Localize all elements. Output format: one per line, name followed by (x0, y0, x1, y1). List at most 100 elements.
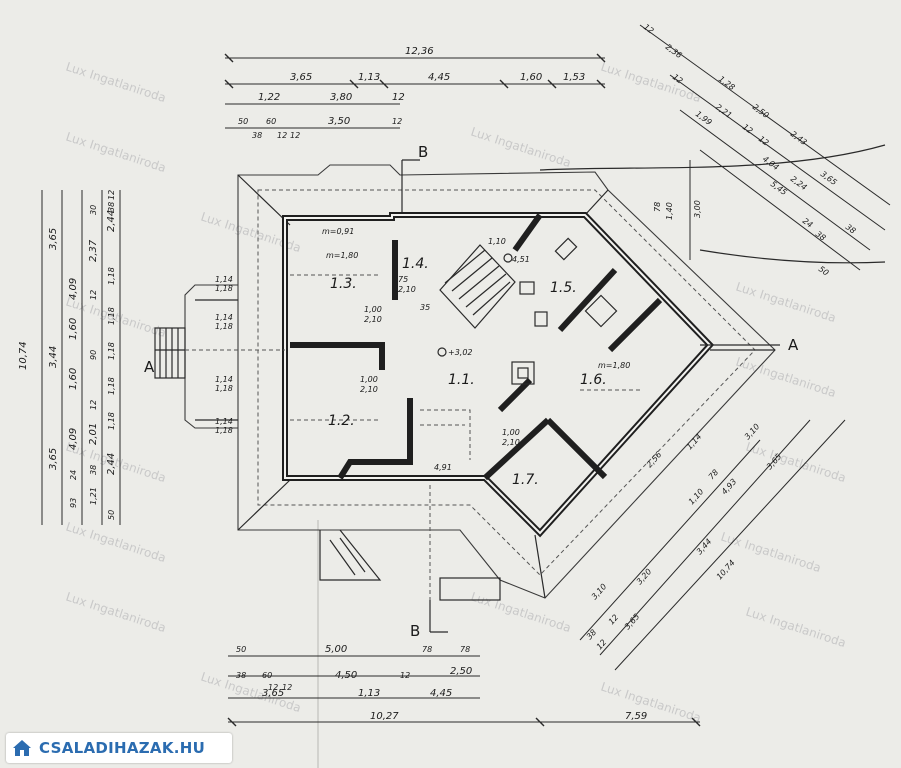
watermark: Lux Ingatlaniroda (734, 280, 838, 326)
dimension-bottom: 50 5,00 78 78 38 60 12 12 4,50 12 2,50 3… (227, 644, 701, 727)
dim: 50 (238, 117, 248, 126)
dim: 1,18 (107, 377, 116, 395)
note-dim: 1,10 (488, 237, 506, 246)
dim: 2,50 (450, 666, 472, 677)
dim: 12 (642, 22, 656, 35)
dim: 1,18 (107, 342, 116, 360)
dim: 12 (89, 290, 98, 300)
dim: 12 (290, 131, 300, 140)
dim: 12 (107, 190, 116, 200)
dim: 3,10 (590, 582, 609, 601)
dim: 1,18 (107, 307, 116, 325)
dim: 1,13 (358, 688, 380, 699)
watermark: Lux Ingatlaniroda (64, 130, 168, 176)
dim: 12 (400, 671, 410, 680)
door-width: 1,00 (360, 375, 378, 384)
section-markers: A A B B (144, 143, 799, 640)
watermark-layer: Lux Ingatlaniroda Lux Ingatlaniroda Lux … (64, 60, 848, 726)
entry-stair-left (154, 327, 186, 379)
dim: 1,60 (68, 368, 79, 390)
dimension-top-right: 12 2,36 1,28 2,50 2,43 12 2,21 12 12 3,6… (639, 22, 891, 278)
dim: 1,53 (563, 72, 585, 83)
dim: 60 (262, 671, 272, 680)
dim: 24 (69, 470, 78, 480)
dim: 3,65 (48, 448, 59, 470)
dim: 2,24 (789, 174, 809, 192)
watermark: Lux Ingatlaniroda (469, 590, 573, 636)
dim: 1,60 (520, 72, 542, 83)
dim: 4,09 (68, 278, 79, 300)
note-level: 4,91 (434, 463, 452, 472)
watermark: Lux Ingatlaniroda (64, 590, 168, 636)
site-logo[interactable]: CSALADIHAZAK.HU (6, 733, 232, 763)
dim: 1,18 (107, 267, 116, 285)
watermark: Lux Ingatlaniroda (469, 125, 573, 171)
note-level: +3,02 (448, 348, 473, 357)
dim: 12 (607, 613, 621, 627)
dim: 3,44 (695, 537, 714, 556)
section-a-right-label: A (788, 336, 799, 354)
dim: 3,10 (743, 422, 762, 441)
dim: 5,45 (769, 179, 789, 197)
dim: 4,50 (335, 670, 357, 681)
bathroom-fixtures (511, 237, 618, 385)
dim: 3,65 (623, 612, 642, 631)
dim: 93 (69, 498, 78, 508)
dim: 4,04 (761, 154, 781, 172)
section-a-left-label: A (144, 358, 155, 376)
door-height: 2,10 (502, 438, 520, 447)
dim: 38 (107, 202, 116, 212)
watermark: Lux Ingatlaniroda (744, 440, 848, 486)
dim: 12 (89, 400, 98, 410)
room-label-1-7: 1.7. (512, 472, 539, 488)
dim: 7,59 (625, 711, 647, 722)
dim: 2,01 (88, 423, 99, 445)
dim: 4,93 (720, 477, 739, 496)
watermark: Lux Ingatlaniroda (744, 605, 848, 651)
door-width: 75 (398, 275, 408, 284)
room-label-1-3: 1.3. (330, 276, 357, 292)
room-label-1-6: 1.6. (580, 372, 607, 388)
watermark: Lux Ingatlaniroda (64, 60, 168, 106)
note-height: m=1,80 (326, 251, 358, 260)
dim: 1,60 (68, 318, 79, 340)
dim: 78 (653, 202, 662, 212)
room-label-1-2: 1.2. (328, 413, 355, 429)
dashed-lines (290, 274, 640, 460)
note-level: 4,51 (512, 255, 530, 264)
watermark: Lux Ingatlaniroda (64, 520, 168, 566)
dim: 1,18 (107, 412, 116, 430)
dim: 50 (236, 645, 246, 654)
dim: 4,45 (430, 688, 452, 699)
room-notes: m=1,80 m=0,91 1,10 4,51 m=1,80 +3,02 4,9… (322, 227, 630, 472)
dim: 50 (817, 264, 831, 277)
dim-total-left: 10,74 (18, 341, 29, 370)
dim: 38 (814, 229, 828, 242)
logo-text: CSALADIHAZAK.HU (39, 739, 206, 757)
door-width: 1,00 (502, 428, 520, 437)
dim: 3,65 (290, 72, 312, 83)
dim: 12 (595, 638, 609, 652)
interior-stair (439, 244, 516, 329)
watermark: Lux Ingatlaniroda (599, 60, 703, 106)
dim: 12 (282, 683, 292, 692)
section-b-bottom-label: B (410, 622, 420, 640)
dim: 3,20 (635, 567, 654, 586)
dim: 12 (268, 683, 278, 692)
dim: 4,45 (428, 72, 450, 83)
dimension-left: 10,74 3,65 3,44 3,65 4,09 1,60 1,60 4,09… (18, 190, 121, 525)
dim: 3,65 (262, 688, 284, 699)
dim: 2,44 (106, 210, 117, 232)
dim: 1,21 (89, 487, 98, 505)
watermark: Lux Ingatlaniroda (599, 680, 703, 726)
dim-total-top: 12,36 (405, 46, 434, 57)
dim: 12 (392, 92, 405, 103)
dim: 2,44 (106, 453, 117, 475)
entry-stair-bottom (319, 529, 501, 601)
level-marker-icon (437, 347, 447, 357)
dim: 2,36 (664, 42, 684, 60)
dim: 90 (89, 350, 98, 360)
